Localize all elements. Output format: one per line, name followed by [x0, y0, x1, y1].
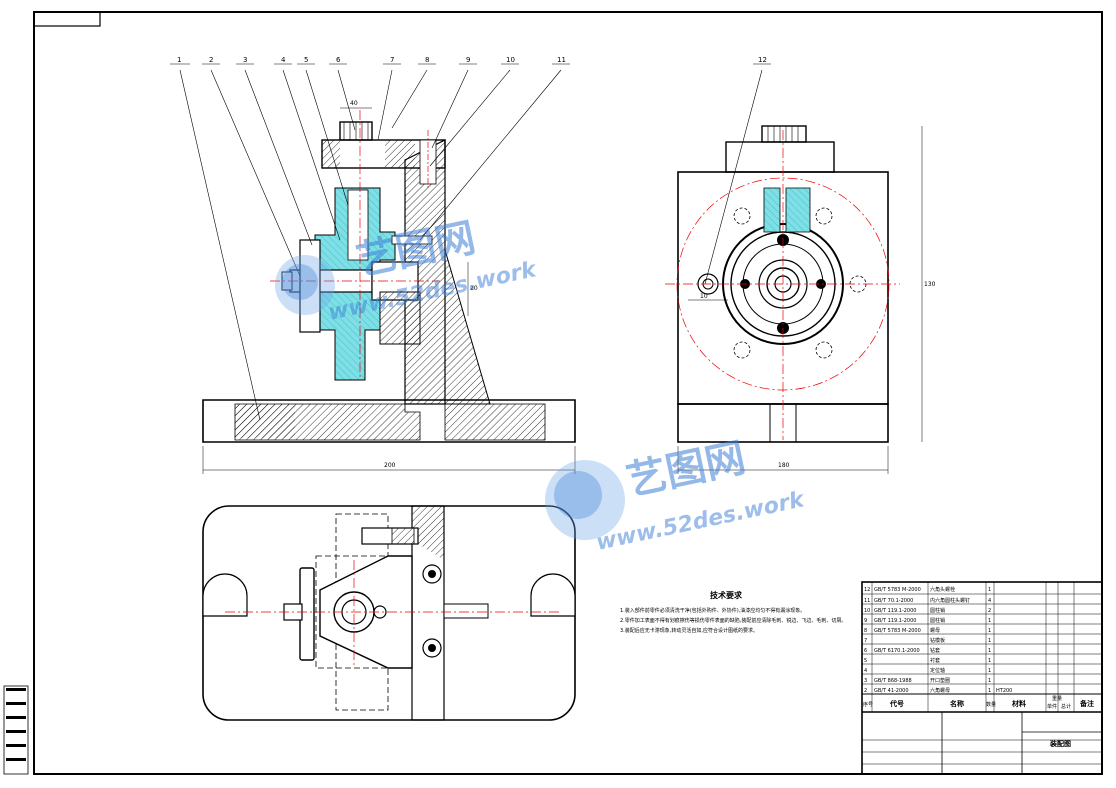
bom-code-10: GB/T 119.1-2000: [874, 608, 916, 614]
part-label-2: 2: [209, 56, 213, 64]
part-label-8: 8: [425, 56, 429, 64]
bom-code-6: GB/T 6170.1-2000: [874, 648, 920, 654]
dim-side-height: 130: [924, 281, 936, 288]
front-view: 200 20 40: [202, 100, 576, 474]
bom-name-5: 衬套: [930, 657, 940, 664]
bom-no-4: 4: [864, 668, 867, 674]
drawing-frame: [3, 11, 1103, 775]
part-label-4: 4: [281, 56, 286, 64]
part-label-6: 6: [336, 56, 341, 64]
bom-name-8: 螺母: [930, 627, 940, 634]
bom-no-7: 7: [864, 638, 867, 644]
bom-header-code: 代号: [889, 699, 904, 708]
bom-name-9: 圆柱销: [930, 617, 945, 624]
bom-name-12: 六角头螺栓: [930, 586, 955, 593]
bom-name-6: 钻套: [930, 647, 940, 654]
dim-pin: 10: [700, 293, 708, 300]
bom-header-name: 名称: [950, 699, 964, 708]
bom-no-12: 12: [864, 587, 870, 593]
bom-name-4: 定位轴: [930, 667, 945, 674]
bom-no-9: 9: [864, 618, 867, 624]
bom-no-11: 11: [864, 598, 870, 604]
title-block-name: 装配图: [1049, 739, 1071, 748]
tech-note-1: 1.装入部件前零件必须清洗干净(包括外购件、外协件),油漆应均匀不得有漏涂现象。: [620, 607, 805, 614]
part-label-12: 12: [758, 56, 767, 64]
watermark-cn-2: 艺图网: [623, 435, 750, 505]
bom-name-11: 内六角圆柱头螺钉: [930, 597, 970, 604]
bom-name-7: 钻模板: [930, 637, 945, 644]
bom-header-material: 材料: [1011, 699, 1026, 708]
bom-no-2: 2: [864, 688, 867, 694]
bom-qty-11: 4: [988, 598, 991, 604]
bom-qty-10: 2: [988, 608, 991, 614]
tech-notes-title: 技术要求: [710, 590, 743, 600]
bom-qty-3: 1: [988, 678, 991, 684]
bom-header-weight: 重量: [1052, 695, 1062, 702]
bom-name-10: 圆柱销: [930, 607, 945, 614]
dim-top-width: 40: [350, 100, 358, 107]
bom-qty-7: 1: [988, 638, 991, 644]
bom-no-3: 3: [864, 678, 867, 684]
bom-header-qty: 数量: [986, 701, 996, 708]
bom-no-8: 8: [864, 628, 867, 634]
tech-notes: 技术要求 1.装入部件前零件必须清洗干净(包括外购件、外协件),油漆应均匀不得有…: [620, 590, 846, 634]
bom-code-2: GB/T 41-2000: [874, 688, 909, 694]
bom-material-1: HT200: [996, 688, 1012, 694]
side-view: 180 130 10: [665, 125, 936, 474]
bom-code-3: GB/T 868-1988: [874, 678, 912, 684]
dim-base-front: 200: [384, 462, 396, 469]
binding-strip: [3, 685, 29, 775]
top-view: [202, 505, 576, 721]
bom-no-6: 6: [864, 648, 867, 654]
bom-header-total: 总计: [1061, 703, 1071, 710]
bom-qty-6: 1: [988, 648, 991, 654]
bom-header-unit: 单件: [1047, 703, 1057, 710]
tech-note-2: 2.零件加工表面不得有划痕擦伤等损伤零件表面的缺陷,装配前应清除毛刺、锐边、飞边…: [620, 617, 846, 624]
bom-name-2: 六角螺母: [930, 687, 950, 694]
tech-note-3: 3.装配后应无卡滞现象,转动灵活自如,应符合设计图纸的要求。: [620, 627, 758, 634]
dim-small-height: 20: [470, 285, 478, 292]
watermark-url-2: www.52des.work: [594, 487, 807, 556]
part-leaders: 1 2 3 4 5 6 7 8 9 10 11 12: [170, 56, 771, 421]
bom-name-3: 开口垫圈: [930, 677, 950, 684]
part-label-1: 1: [177, 56, 181, 64]
bom-qty-2: 1: [988, 688, 991, 694]
part-label-9: 9: [466, 56, 470, 64]
bom-header-no: 序号: [863, 701, 873, 708]
bom-no-10: 10: [864, 608, 870, 614]
bom-code-12: GB/T 5783 M-2000: [874, 587, 921, 593]
bom-code-8: GB/T 5783 M-2000: [874, 628, 921, 634]
bom-header-remark: 备注: [1079, 699, 1094, 708]
dim-base-side: 180: [778, 462, 790, 469]
bom-qty-12: 1: [988, 587, 991, 593]
part-label-10: 10: [506, 56, 515, 64]
bom-code-11: GB/T 70.1-2000: [874, 598, 913, 604]
bom-qty-8: 1: [988, 628, 991, 634]
bom-qty-9: 1: [988, 618, 991, 624]
part-label-7: 7: [390, 56, 394, 64]
part-label-5: 5: [304, 56, 308, 64]
watermark-logo-2: [545, 460, 625, 540]
bom-no-5: 5: [864, 658, 867, 664]
bom-qty-4: 1: [988, 668, 991, 674]
bom-table: 12 GB/T 5783 M-2000 六角头螺栓 1 11 GB/T 70.1…: [861, 581, 1103, 775]
part-label-3: 3: [243, 56, 247, 64]
watermark-logo-1: [275, 255, 335, 315]
bom-code-9: GB/T 119.1-2000: [874, 618, 916, 624]
bom-qty-5: 1: [988, 658, 991, 664]
part-label-11: 11: [557, 56, 566, 64]
